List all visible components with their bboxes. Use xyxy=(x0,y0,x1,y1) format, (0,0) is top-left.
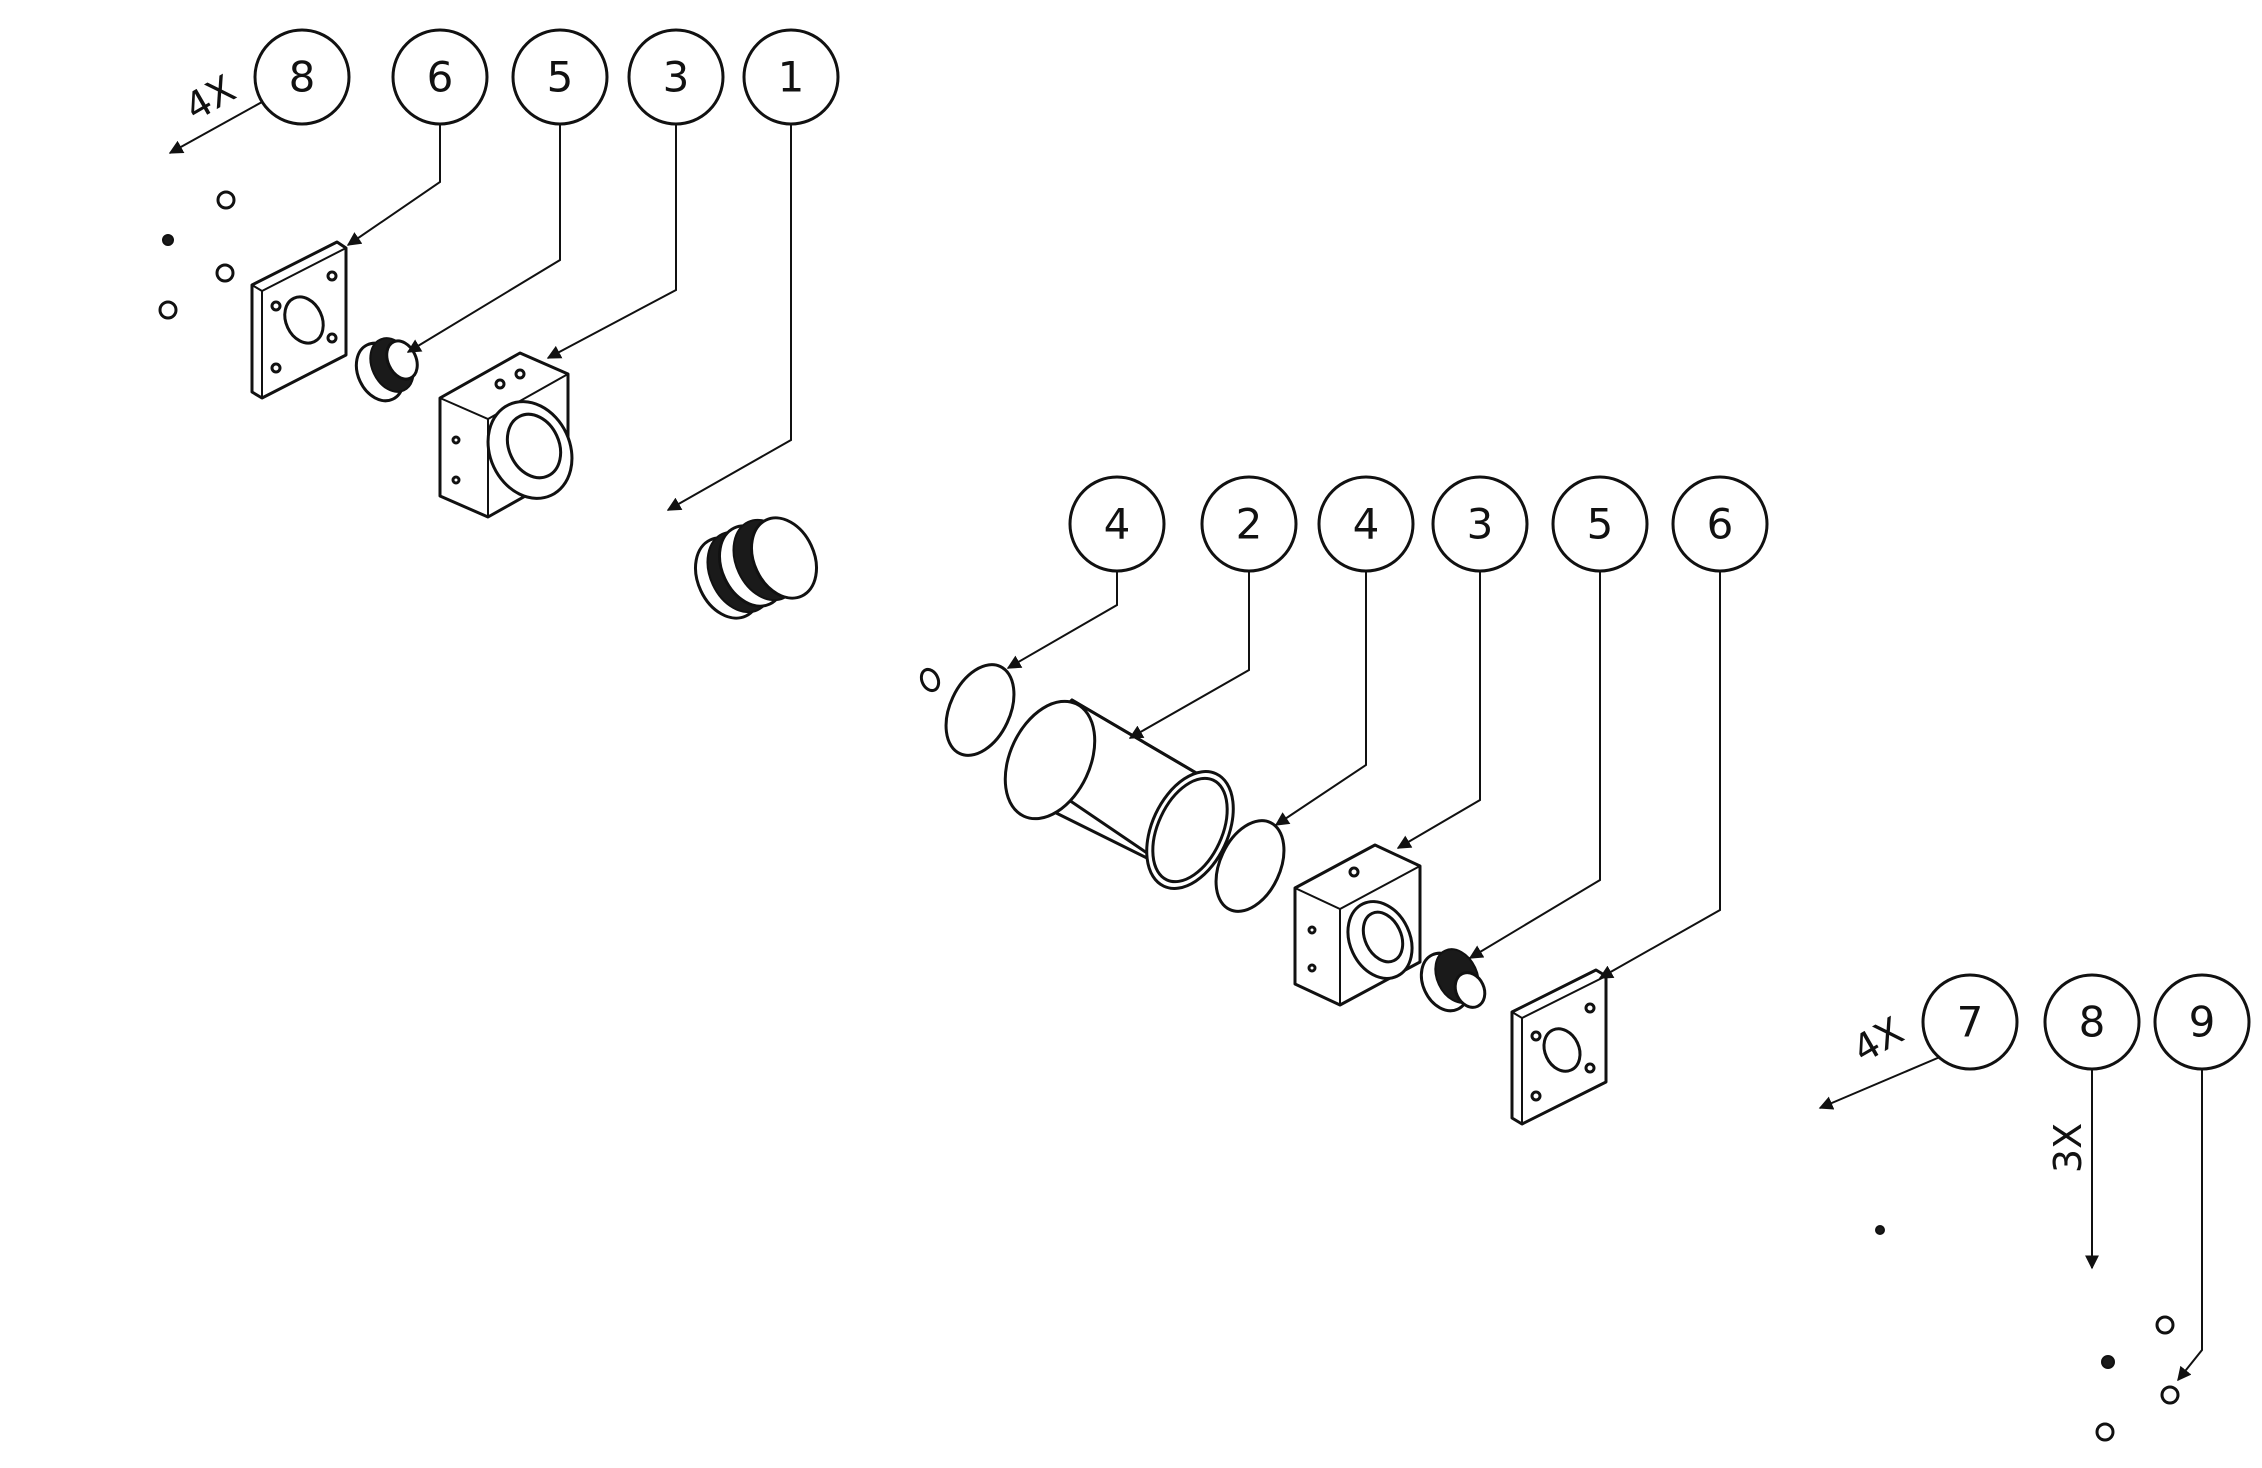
balloon-item-3[interactable]: 3 xyxy=(627,28,725,126)
item-balloons: 8 6 5 3 1 4 2 4 xyxy=(253,28,2251,1071)
balloon-number: 4 xyxy=(1353,500,1380,549)
balloon-number: 9 xyxy=(2189,998,2216,1047)
end-cap-left xyxy=(438,351,574,519)
balloon-number: 7 xyxy=(1957,998,1984,1047)
balloon-number: 8 xyxy=(289,53,316,102)
tie-rods-left xyxy=(19,120,236,320)
tie-rod xyxy=(78,120,236,210)
balloon-number: 5 xyxy=(547,53,574,102)
balloon-number: 3 xyxy=(663,53,690,102)
balloon-item-6[interactable]: 6 xyxy=(1671,475,1769,573)
leader-lines xyxy=(168,101,2203,1382)
balloon-item-2[interactable]: 2 xyxy=(1200,475,1298,573)
tie-rod xyxy=(19,152,235,283)
balloon-item-9[interactable]: 9 xyxy=(2153,973,2251,1071)
balloon-number: 8 xyxy=(2079,998,2106,1047)
o-ring-left xyxy=(944,663,1016,757)
short-rods-right xyxy=(1959,1237,2180,1442)
o-ring-right xyxy=(1214,819,1286,913)
tie-rods-right xyxy=(1616,1041,1944,1304)
balloon-item-8[interactable]: 8 xyxy=(253,28,351,126)
rod-gland-left xyxy=(354,337,419,403)
balloon-item-7[interactable]: 7 xyxy=(1921,973,2019,1071)
end-plate-right xyxy=(1510,968,1608,1126)
cylinder-barrel xyxy=(1003,698,1235,890)
balloon-number: 3 xyxy=(1467,500,1494,549)
balloon-number: 2 xyxy=(1236,500,1263,549)
balloon-number: 4 xyxy=(1104,500,1131,549)
end-cap-right xyxy=(1293,843,1422,1007)
balloon-item-5[interactable]: 5 xyxy=(511,28,609,126)
rod-gland-right xyxy=(1419,948,1487,1013)
quantity-note-item-7: 4X xyxy=(1845,1008,1910,1071)
quantity-note-item-8: 4X xyxy=(177,66,242,129)
balloon-item-4[interactable]: 4 xyxy=(1068,475,1166,573)
balloon-item-4[interactable]: 4 xyxy=(1317,475,1415,573)
balloon-item-8[interactable]: 8 xyxy=(2043,973,2141,1071)
quantity-note-item-8-right: 3X xyxy=(2046,1123,2090,1173)
quantity-notes: 4X 4X 3X xyxy=(177,66,2090,1173)
balloon-number: 6 xyxy=(427,53,454,102)
end-plate-left xyxy=(250,240,348,400)
balloon-item-1[interactable]: 1 xyxy=(742,28,840,126)
balloon-item-3[interactable]: 3 xyxy=(1431,475,1529,573)
tie-rod xyxy=(19,222,178,320)
balloon-item-6[interactable]: 6 xyxy=(391,28,489,126)
balloon-number: 1 xyxy=(778,53,805,102)
balloon-number: 6 xyxy=(1707,500,1734,549)
balloon-number: 5 xyxy=(1587,500,1614,549)
piston-rod-assembly xyxy=(573,477,941,693)
balloon-item-5[interactable]: 5 xyxy=(1551,475,1649,573)
